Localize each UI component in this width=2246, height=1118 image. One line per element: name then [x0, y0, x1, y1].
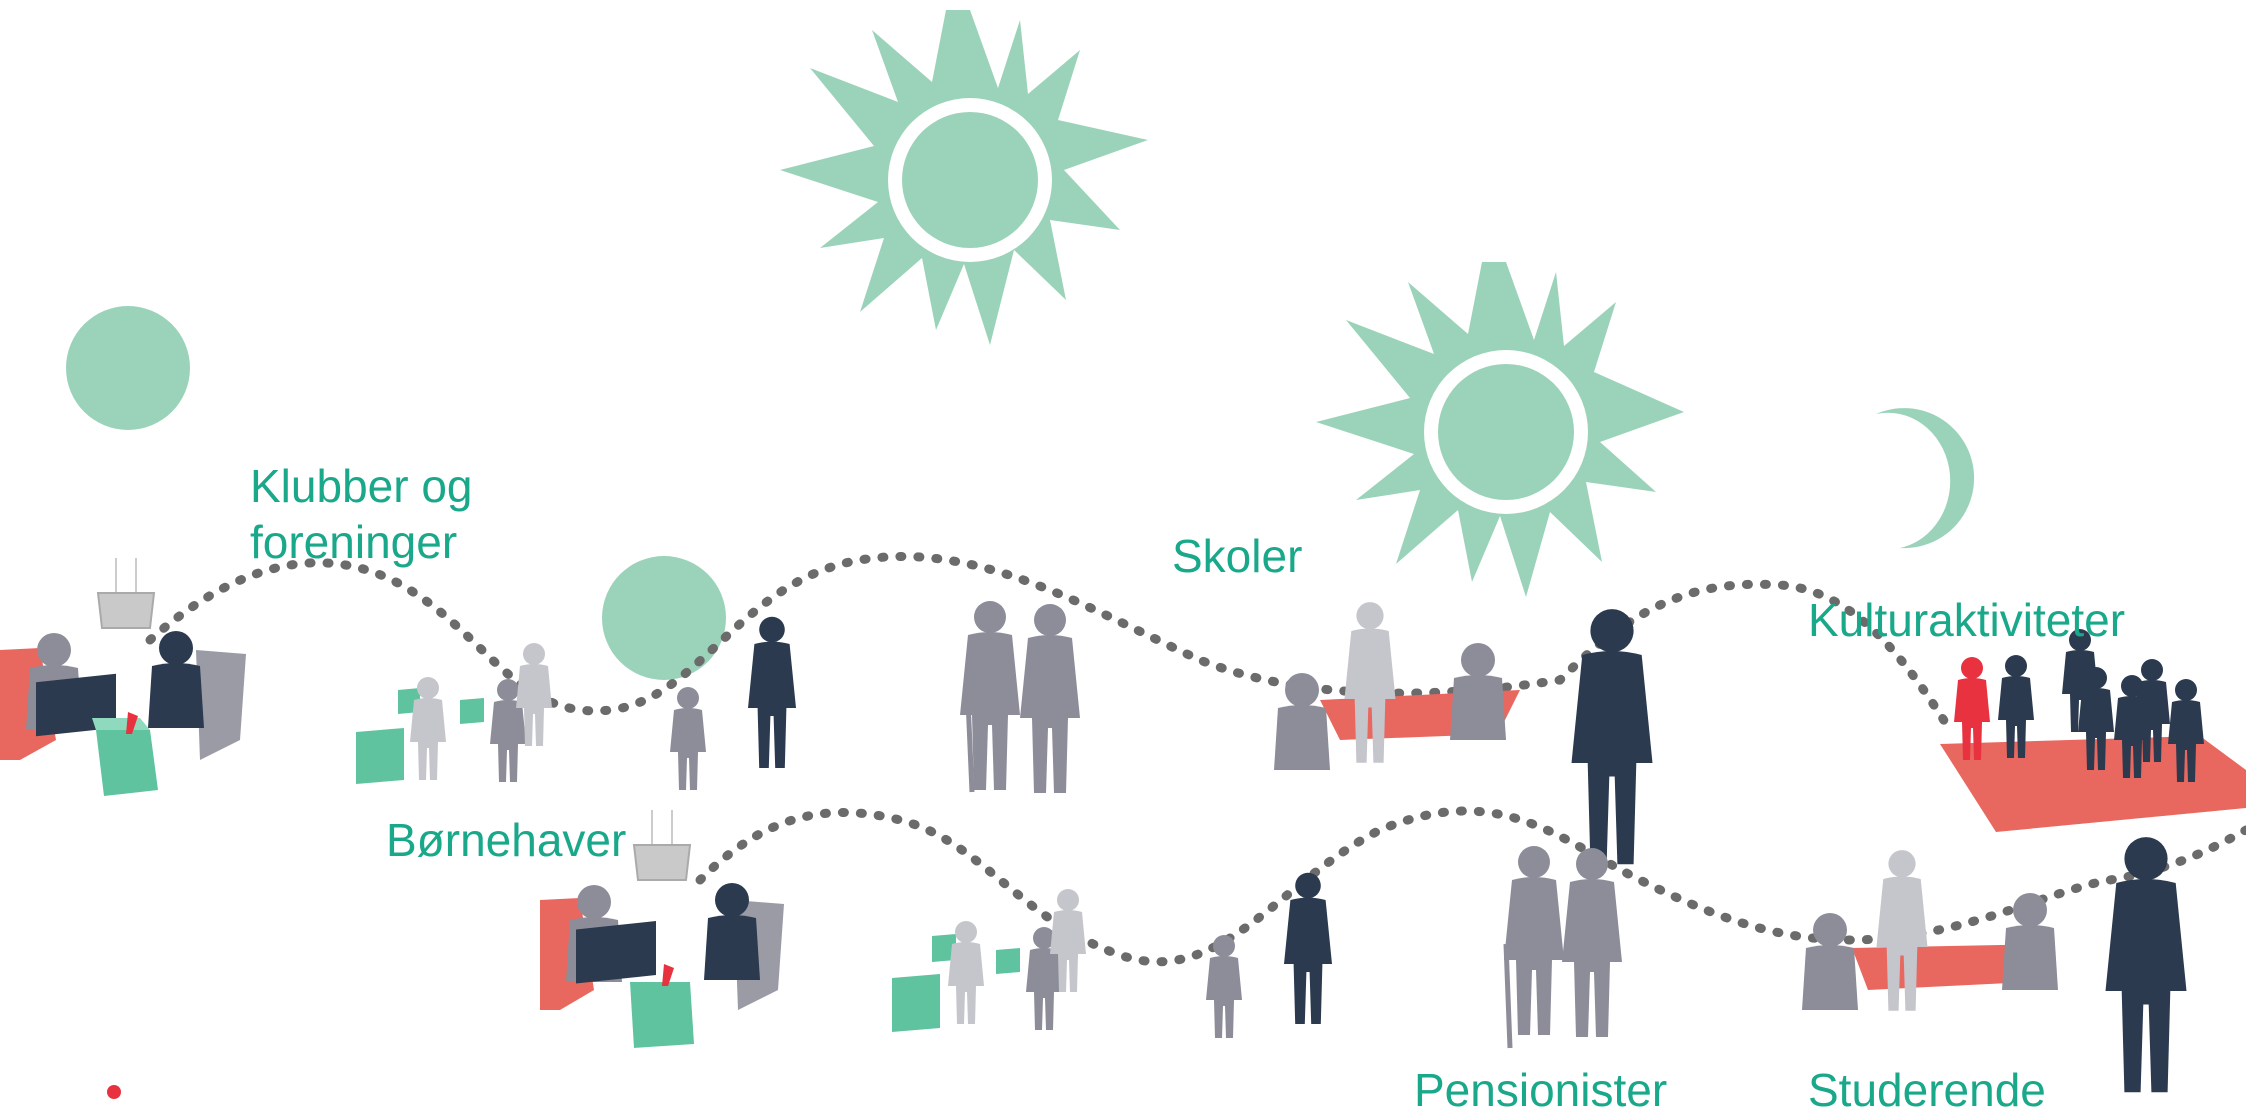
label-studerende: Studerende: [1808, 1064, 2046, 1116]
sun-icon: [1316, 262, 1684, 597]
label-pensionister: Pensionister: [1414, 1064, 1668, 1116]
club-scene-lower: [540, 883, 784, 1048]
label-klubber-line1: Klubber og: [250, 460, 473, 512]
club-scene: [0, 631, 246, 796]
label-klubber-line2: foreninger: [250, 516, 458, 568]
upper-dotted-path: [145, 552, 1955, 735]
school-scene-upper: [1274, 602, 1653, 865]
full-moon-icon: [602, 556, 726, 680]
school-kids-lower: [1206, 872, 1332, 1038]
label-kulturaktiviteter: Kulturaktiviteter: [1808, 594, 2126, 646]
crescent-moon-icon: [1876, 408, 1975, 549]
red-dot: [107, 1085, 121, 1099]
kindergarten-scene-upper: [356, 643, 552, 784]
student-scene: [1802, 837, 2187, 1093]
elderly-couple-upper: [960, 601, 1080, 793]
elderly-couple-lower: [1503, 846, 1622, 1049]
sun-icon: [780, 10, 1148, 345]
culture-scene: [1940, 629, 2246, 832]
label-bornehaver: Børnehaver: [386, 814, 627, 866]
pendant-lamp-icon: [96, 558, 156, 629]
pendant-lamp-icon: [632, 810, 692, 881]
full-moon-icon: [66, 306, 190, 430]
kindergarten-scene-lower: [892, 889, 1086, 1032]
label-skoler: Skoler: [1172, 530, 1303, 582]
